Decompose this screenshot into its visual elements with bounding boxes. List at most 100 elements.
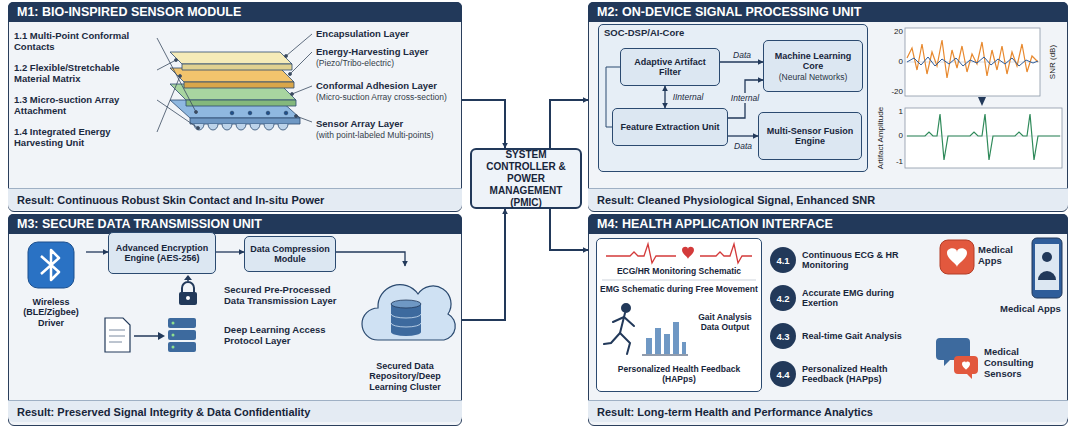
driver-block: Wireless (BLE/Zigbee) Driver xyxy=(16,238,86,330)
down-arrow xyxy=(978,97,986,106)
connector xyxy=(720,61,763,62)
sensor-layer-stack xyxy=(284,111,288,115)
axis-tick: 0 xyxy=(890,131,903,141)
connector xyxy=(550,209,588,250)
medical-app-icon xyxy=(940,240,974,274)
panel-heading: M1: BIO-INSPIRED SENSOR MODULE xyxy=(8,2,462,22)
layer-note: (Micro-suction Array cross-section) xyxy=(316,92,458,102)
sensor-layer-stack xyxy=(190,118,300,124)
icon-label: Medical Apps xyxy=(978,244,1028,266)
document-server-icons xyxy=(168,318,196,328)
axis-tick: -20 xyxy=(885,87,903,97)
medical-app-icon xyxy=(947,248,967,267)
phone-icon xyxy=(1032,238,1062,298)
process-box: Multi-Sensor Fusion Engine xyxy=(758,112,862,160)
bluetooth-icon xyxy=(41,250,59,280)
panel-ground xyxy=(588,2,1068,212)
leader-lines xyxy=(157,76,180,132)
panel-heading: M2: ON-DEVICE SIGNAL PROCESSING UNIT xyxy=(588,2,1068,22)
cloud-database-icon xyxy=(391,328,421,336)
box-title: Advanced Encryption Engine (AES-256) xyxy=(113,243,211,264)
sensor-layer-stack xyxy=(184,82,294,88)
running-figure xyxy=(613,317,634,326)
down-arrow xyxy=(978,97,986,106)
feature-item: 1.4 Integrated Energy Harvesting Unit xyxy=(14,126,154,148)
box-title: Machine Learning Core xyxy=(768,51,858,72)
application-item: 4.4Personalized Health Feedback (HAPps) xyxy=(770,358,928,390)
leader-lines xyxy=(157,100,198,128)
layer-label: Energy-Harvesting Layer xyxy=(316,46,458,57)
callout-number: 4.2 xyxy=(770,285,796,311)
gait-data-bars xyxy=(642,355,688,356)
sensor-layer-stack xyxy=(248,111,252,115)
axis-tick: 1 xyxy=(890,107,903,117)
snr-chart xyxy=(905,28,1040,96)
process-box: Machine Learning Core(Neural Networks) xyxy=(763,40,863,92)
schematic-caption: ECG/HR Monitoring Schematic xyxy=(600,266,758,276)
axis-title: SNR (dB) xyxy=(1047,34,1059,90)
connector xyxy=(664,86,665,108)
module-panel: M2: ON-DEVICE SIGNAL PROCESSING UNIT 20 0 -… xyxy=(588,2,1068,212)
box-title: Feature Extraction Unit xyxy=(620,122,719,133)
snr-chart xyxy=(905,28,1040,96)
sensor-layer-stack xyxy=(230,111,234,115)
schematic-box: ECG/HR Monitoring SchematicEMG Schematic… xyxy=(596,238,762,392)
layer-label: Encapsulation Layer xyxy=(316,28,458,39)
sensor-layer-stack xyxy=(186,100,296,106)
panel-heading: M4: HEALTH APPLICATION INTERFACE xyxy=(588,214,1068,234)
cloud-database-icon xyxy=(362,285,455,340)
document-server-icons xyxy=(168,342,196,352)
schematic-caption: Gait Analysis Data Output xyxy=(692,312,758,332)
application-item: 4.2Accurate EMG during Exertion xyxy=(770,282,928,314)
gait-data-bars xyxy=(646,338,652,354)
box-title: SYSTEM CONTROLLER & POWER MANAGEMENT (PM… xyxy=(477,149,575,209)
edge-label: Data xyxy=(731,50,753,60)
axis-tick: -1 xyxy=(890,157,903,167)
callout-number: 4.4 xyxy=(770,361,796,387)
edge-label: Data xyxy=(732,141,754,151)
icon-label: Medical Apps xyxy=(1000,303,1066,314)
document-server-icons xyxy=(172,334,175,337)
document-server-icons xyxy=(172,322,175,325)
controller-box: SYSTEM CONTROLLER & POWER MANAGEMENT (PM… xyxy=(470,148,582,209)
document-server-icons xyxy=(109,336,125,337)
box-title: Secured Data Repository/Deep Learning Cl… xyxy=(354,361,456,393)
document-server-icons xyxy=(105,318,130,352)
sensor-layer-stack xyxy=(170,52,292,64)
sensor-layer-stack xyxy=(170,52,300,130)
panel-ground xyxy=(8,214,462,426)
phone-icon xyxy=(1042,252,1052,262)
connector xyxy=(86,251,108,252)
sensor-layer-stack xyxy=(266,111,270,115)
document-server-icons xyxy=(109,342,122,343)
repository-block: Secured Data Repository/Deep Learning Cl… xyxy=(352,266,458,394)
panel-ground xyxy=(596,238,762,392)
edge-label: IInternal xyxy=(671,92,706,102)
application-item: 4.3Real-time Gait Analysis xyxy=(770,320,928,352)
callout-number: 4.1 xyxy=(770,247,796,273)
leader-lines xyxy=(197,127,200,130)
feature-item: 1.2 Flexible/Stretchable Material Matrix xyxy=(14,62,154,84)
bluetooth-icon xyxy=(28,242,74,288)
panel-heading: M3: SECURE DATA TRANSMISSION UNIT xyxy=(8,214,462,234)
document-server-icons xyxy=(168,330,196,340)
axis-tick: 20 xyxy=(885,27,903,37)
leader-lines xyxy=(295,115,298,118)
result-band: Result: Continuous Robust Skin Contact a… xyxy=(8,188,462,210)
leader-lines xyxy=(157,60,176,70)
gait-data-bars xyxy=(664,334,670,354)
chat-bubbles-icon xyxy=(962,362,970,370)
connector xyxy=(728,135,758,136)
layer-note: (with point-labeled Multi-points) xyxy=(316,130,458,140)
padlock-icon xyxy=(179,275,197,305)
box-subtitle: (Neural Networks) xyxy=(779,72,848,82)
leader-lines xyxy=(285,55,288,58)
document-server-icons xyxy=(109,330,125,331)
panel-ground xyxy=(598,24,868,172)
running-figure xyxy=(622,304,630,312)
panel-ground xyxy=(8,2,1068,426)
box-title: Adaptive Artifact Filter xyxy=(625,57,715,78)
box-title: Multi-Sensor Fusion Engine xyxy=(763,126,857,147)
document-server-icons xyxy=(134,335,158,337)
